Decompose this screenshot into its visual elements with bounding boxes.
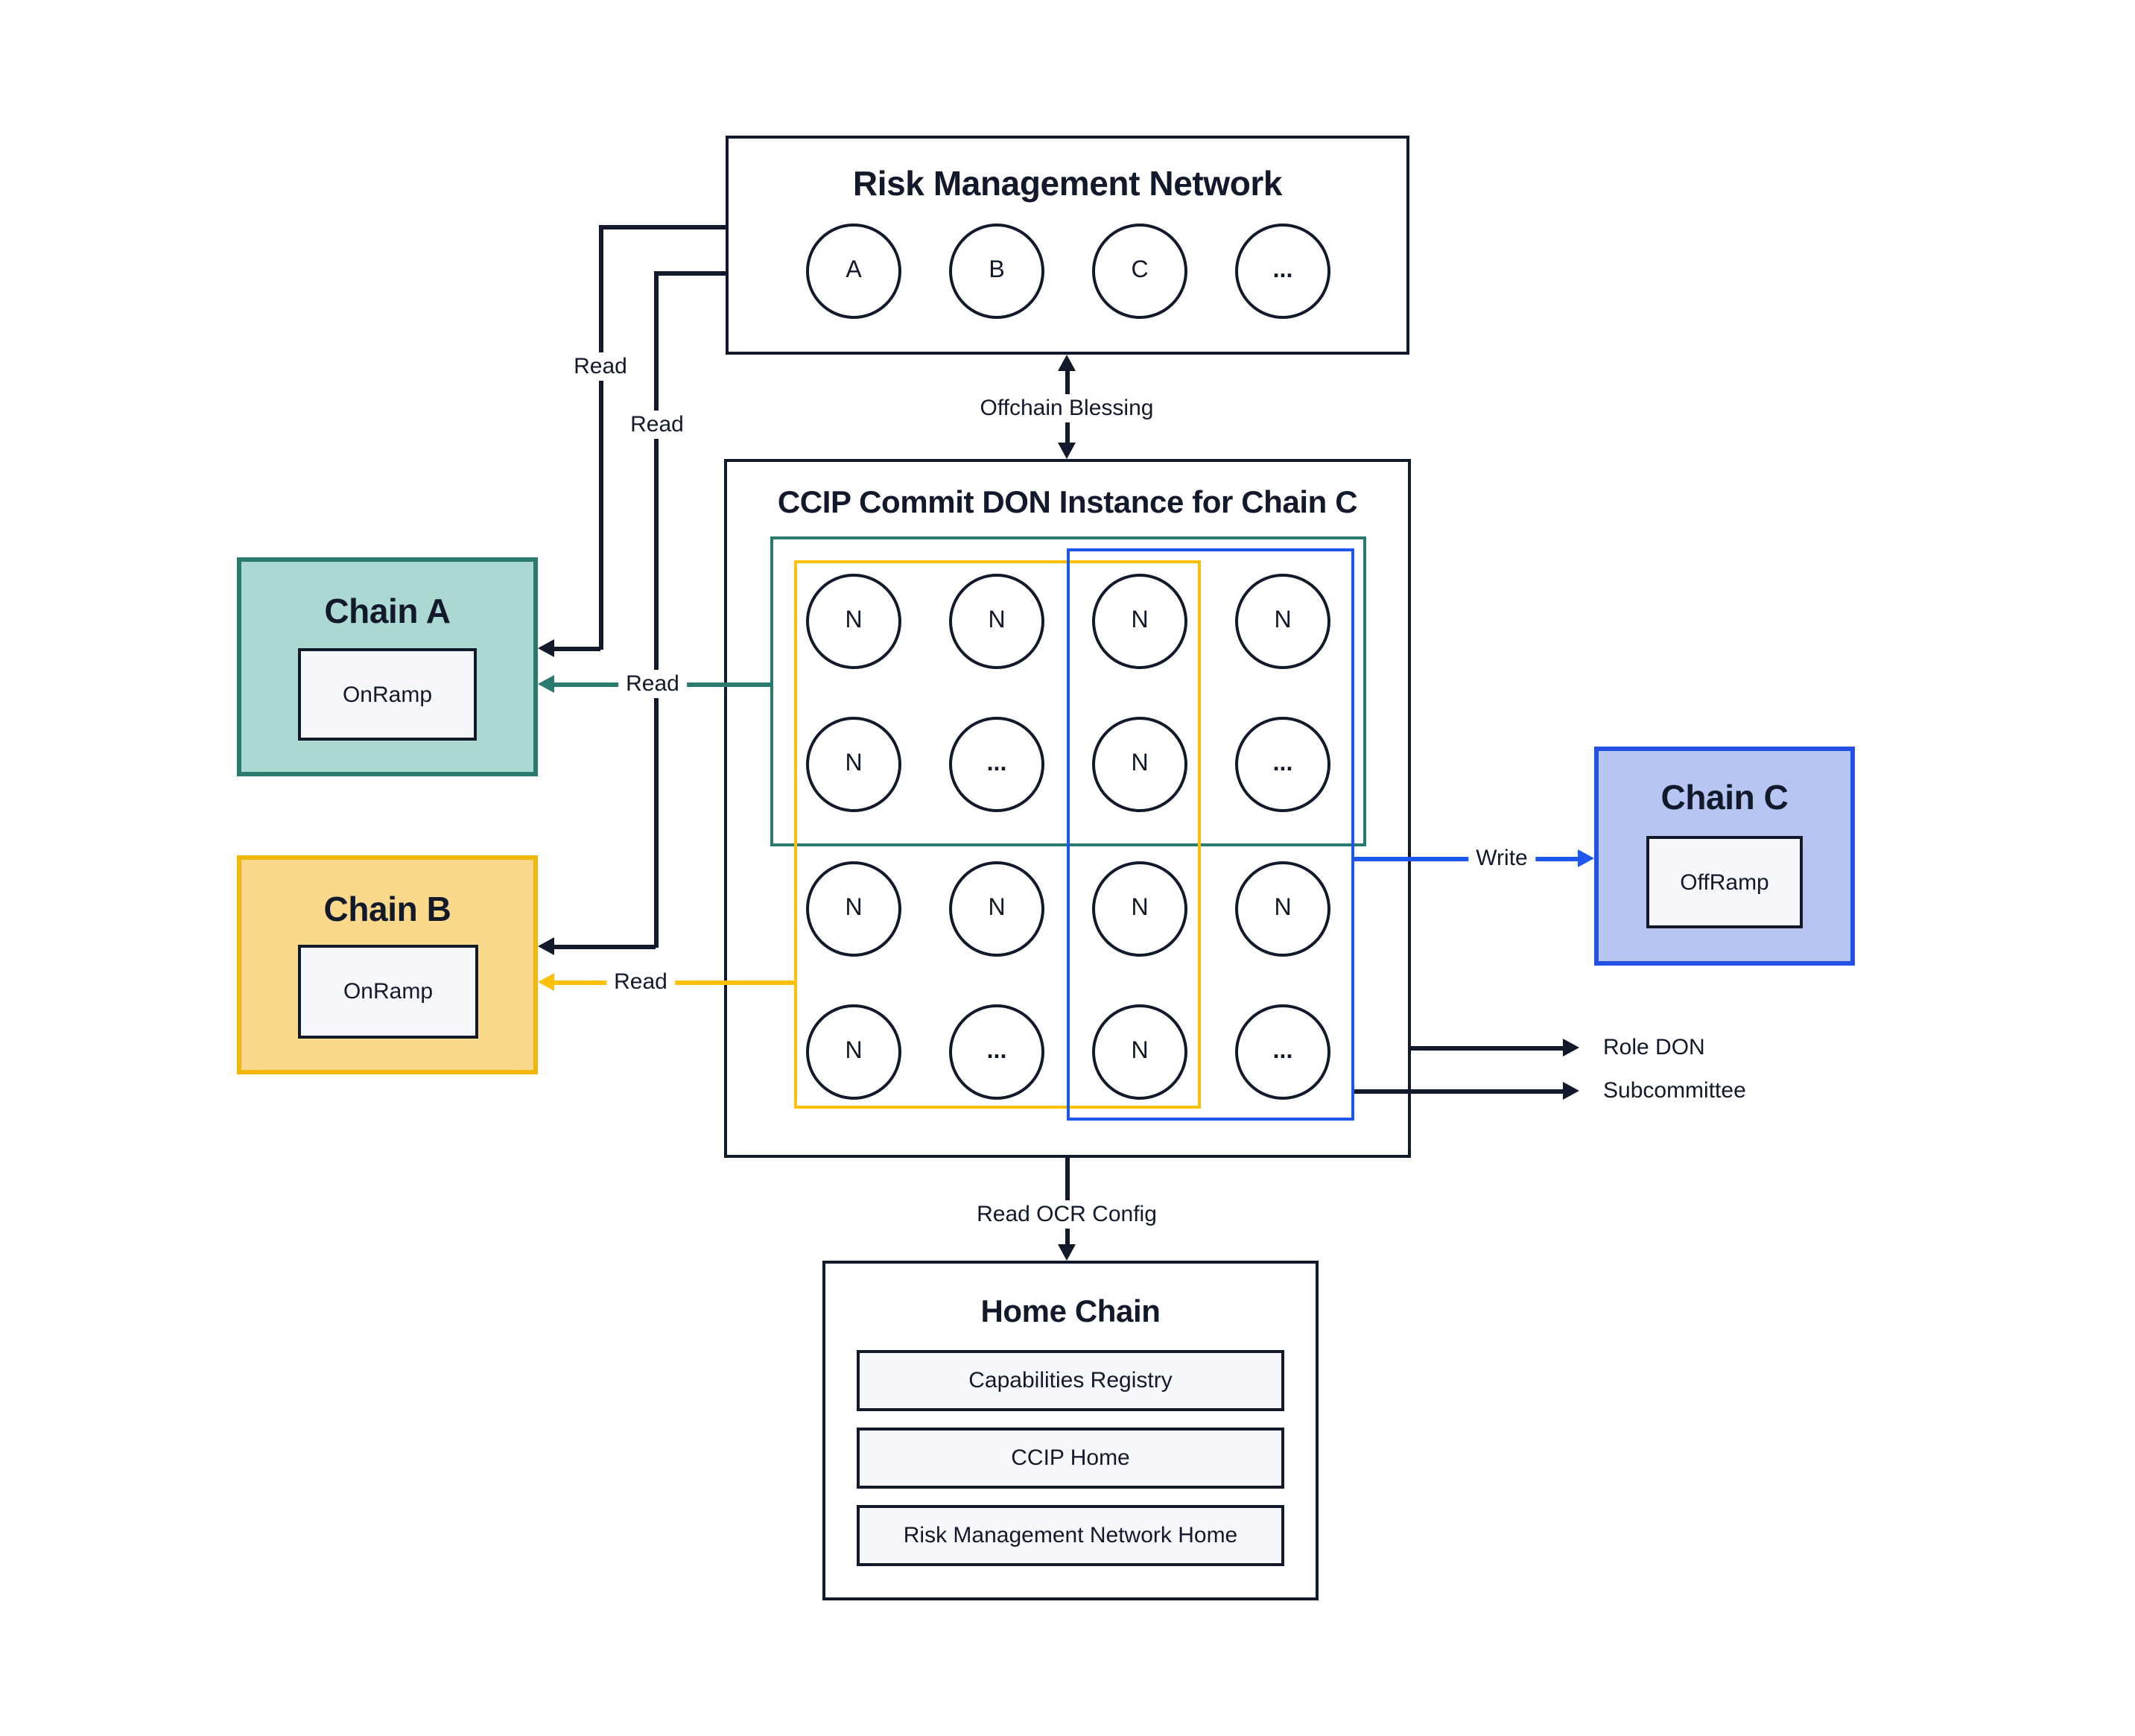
arrowhead-subcommittee <box>1563 1082 1579 1100</box>
role-don-label: Role DON <box>1603 1035 1705 1060</box>
don-node: ... <box>1235 1004 1330 1100</box>
edge-rmn-to-chain-a <box>600 225 726 229</box>
don-node: N <box>1092 717 1187 812</box>
edge-rmn-to-chain-b <box>654 271 658 948</box>
rmn-node-more: ... <box>1235 224 1330 319</box>
chain-a-onramp-contract: OnRamp <box>298 648 477 741</box>
rmn-node-b: B <box>949 224 1044 319</box>
don-node: N <box>1235 574 1330 669</box>
rmn-home-contract: Risk Management Network Home <box>857 1505 1284 1566</box>
don-node: N <box>806 861 901 957</box>
chain-b-title: Chain B <box>323 890 451 928</box>
rmn-node-a: A <box>806 224 901 319</box>
don-node: N <box>949 861 1044 957</box>
yellow-subcommittee-rect <box>794 560 1201 1109</box>
edge-rmn-to-chain-b <box>551 945 656 948</box>
don-node: N <box>1092 861 1187 957</box>
chain-c-offramp-contract: OffRamp <box>1646 836 1803 928</box>
don-title: CCIP Commit DON Instance for Chain C <box>777 486 1358 520</box>
don-node: N <box>806 717 901 812</box>
capabilities-registry-contract: Capabilities Registry <box>857 1350 1284 1411</box>
chain-a-title: Chain A <box>324 592 451 630</box>
arrowhead-teal-into-chain-a <box>538 675 554 693</box>
rmn-title: Risk Management Network <box>852 164 1283 203</box>
don-node: ... <box>949 717 1044 812</box>
arrowhead-up-offchain-blessing <box>1058 355 1076 371</box>
don-node: N <box>949 574 1044 669</box>
don-node: ... <box>1235 717 1330 812</box>
edge-role-don <box>1411 1046 1566 1050</box>
home-chain-title: Home Chain <box>980 1295 1161 1329</box>
don-node: N <box>1092 1004 1187 1100</box>
don-node: N <box>806 1004 901 1100</box>
arrowhead-yellow-into-chain-b <box>538 973 554 991</box>
read-label-rmn-to-b: Read <box>623 411 691 439</box>
read-label-don-to-a: Read <box>618 670 687 698</box>
chain-c-title: Chain C <box>1660 778 1789 817</box>
don-node: ... <box>949 1004 1044 1100</box>
arrowhead-into-chain-c <box>1578 849 1594 867</box>
arrowhead-into-chain-a <box>538 639 554 657</box>
edge-rmn-to-chain-a <box>551 647 600 650</box>
don-node: N <box>1092 574 1187 669</box>
edge-rmn-to-chain-b <box>656 271 726 275</box>
edge-don-blue-to-chain-c <box>1354 857 1581 861</box>
don-node: N <box>806 574 901 669</box>
read-ocr-config-label: Read OCR Config <box>969 1200 1164 1229</box>
read-label-rmn-to-a: Read <box>566 352 635 381</box>
arrowhead-role-don <box>1563 1039 1579 1057</box>
read-label-don-to-b: Read <box>606 968 675 996</box>
offchain-blessing-label: Offchain Blessing <box>972 394 1161 422</box>
write-label: Write <box>1468 844 1535 872</box>
rmn-node-c: C <box>1092 224 1187 319</box>
edge-subcommittee <box>1354 1089 1566 1093</box>
blue-subcommittee-rect <box>1067 548 1354 1121</box>
arrowhead-down-offchain-blessing <box>1058 443 1076 459</box>
don-node: N <box>1235 861 1330 957</box>
subcommittee-label: Subcommittee <box>1603 1078 1746 1103</box>
arrowhead-into-chain-b <box>538 937 554 955</box>
chain-b-onramp-contract: OnRamp <box>298 945 478 1039</box>
ccip-home-contract: CCIP Home <box>857 1428 1284 1489</box>
arrowhead-into-home-chain <box>1058 1244 1076 1261</box>
edge-rmn-to-chain-a <box>599 225 603 650</box>
